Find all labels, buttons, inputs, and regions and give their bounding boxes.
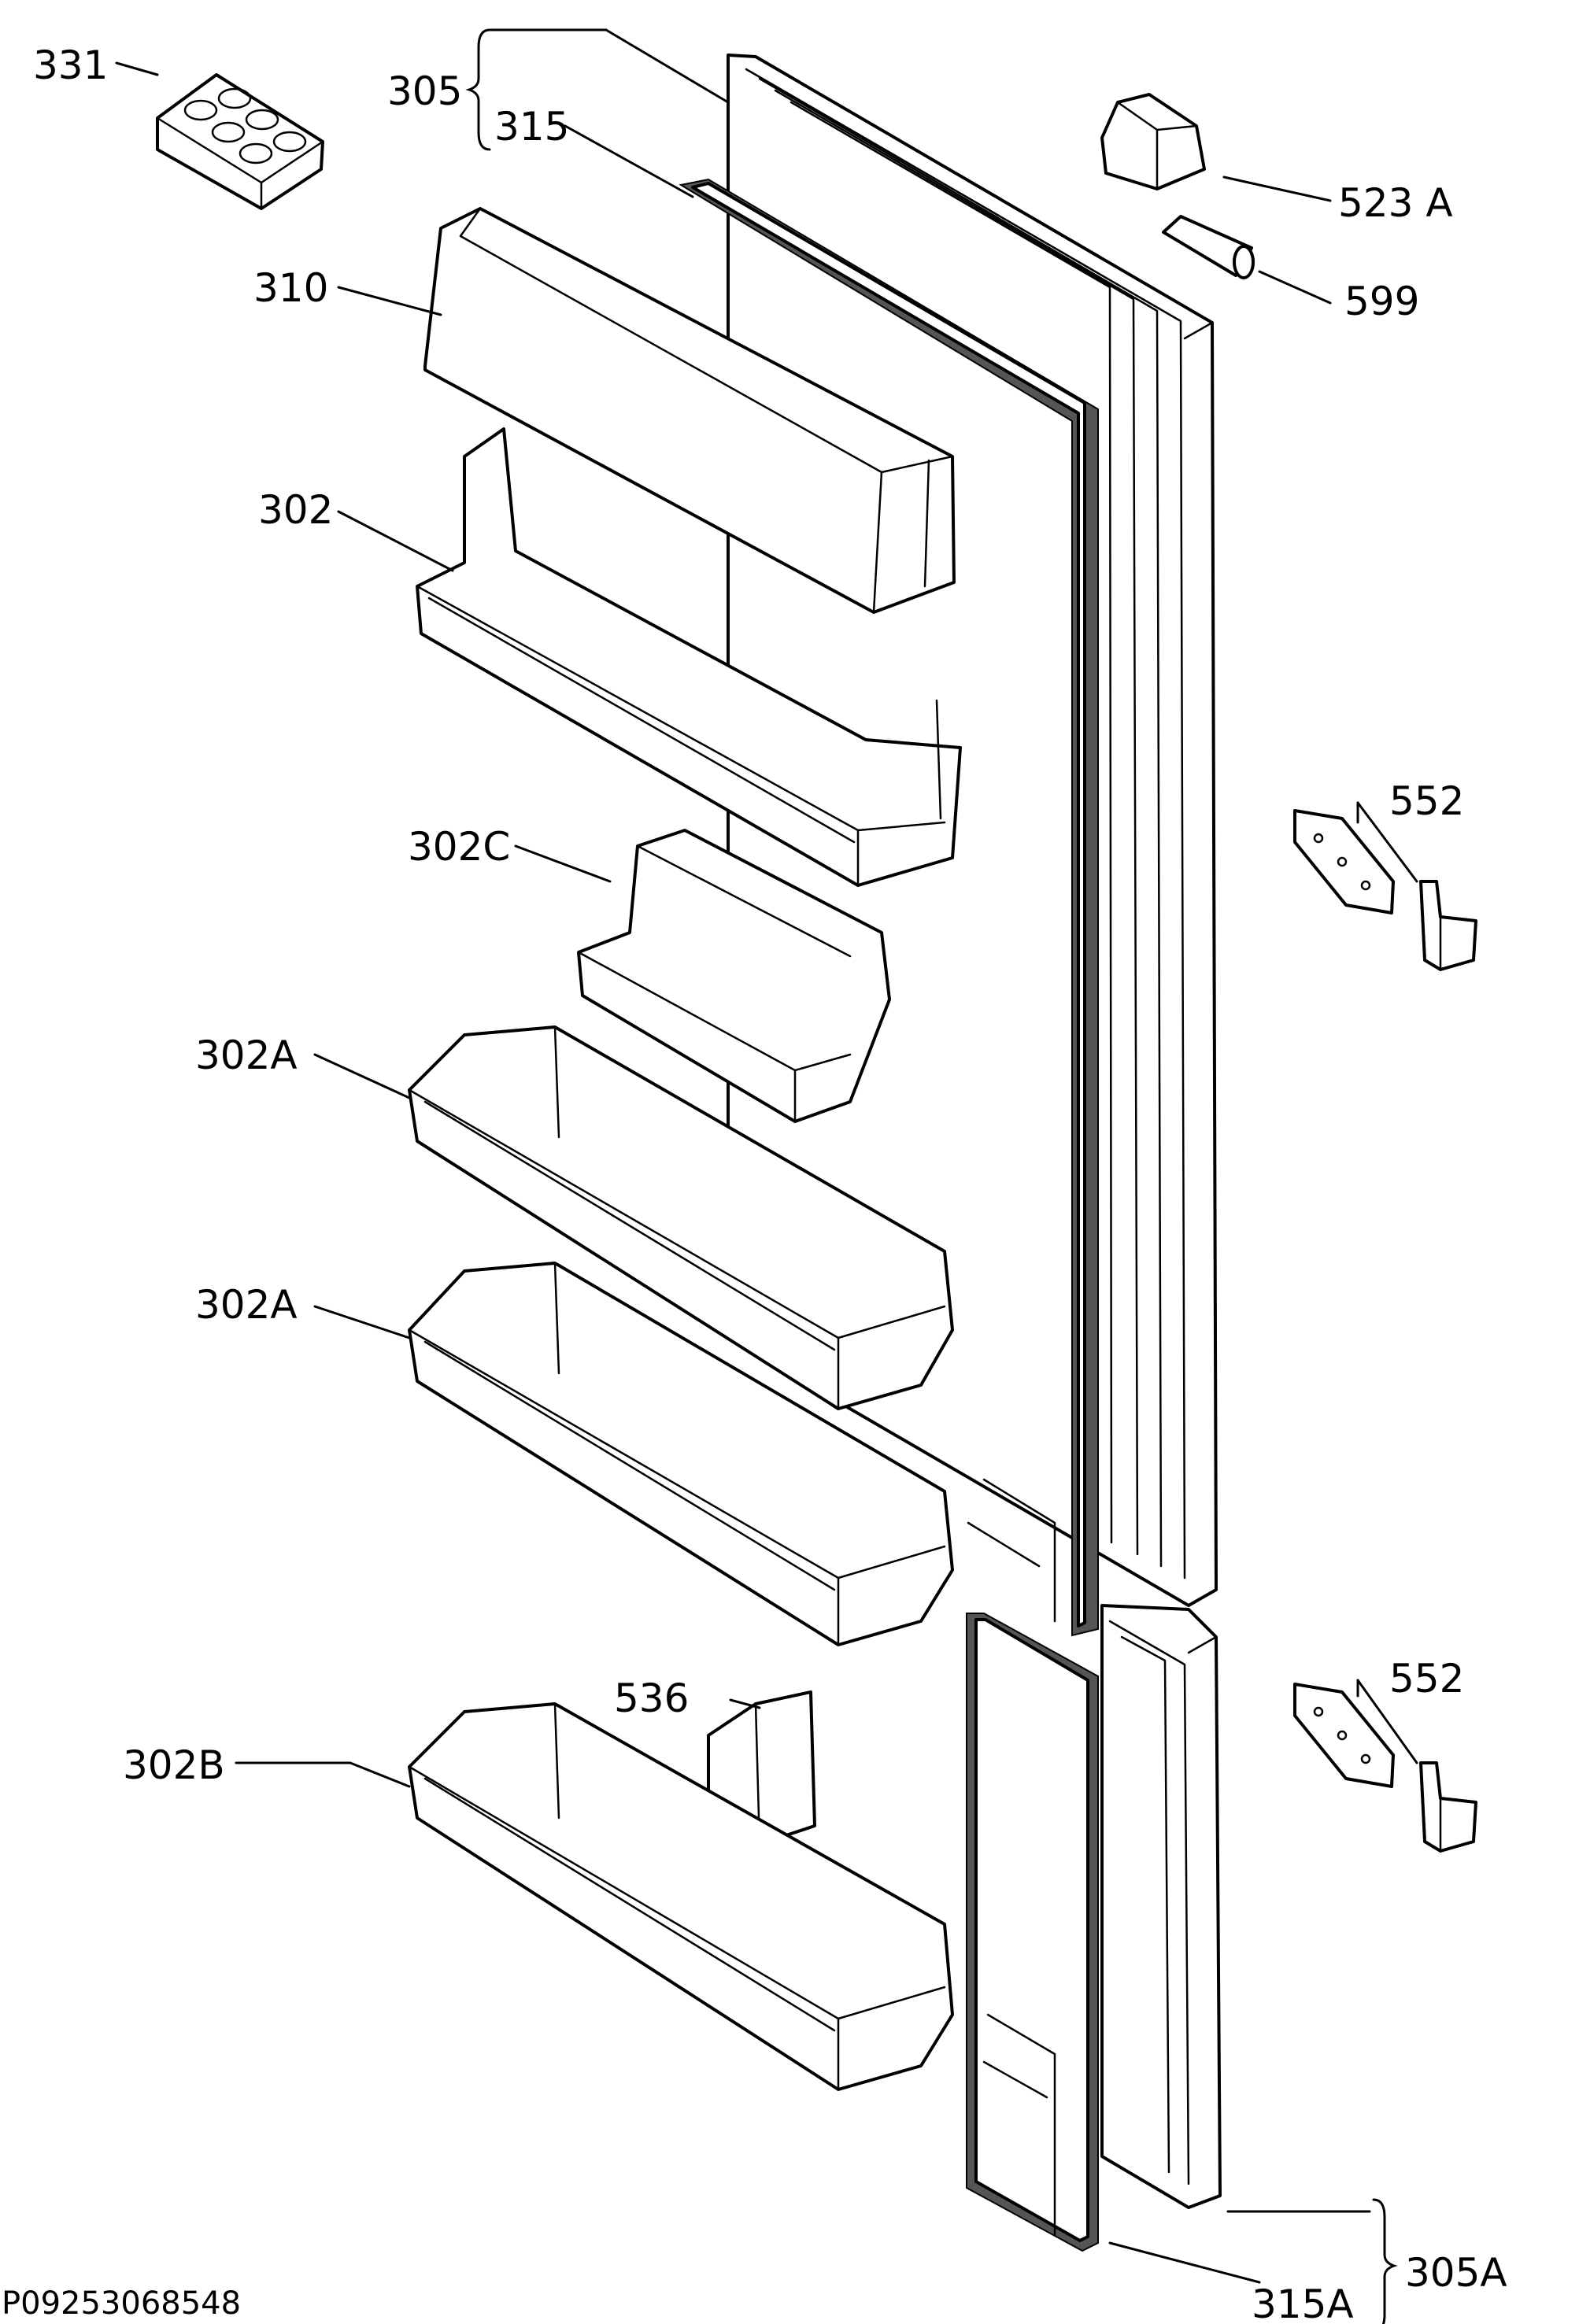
label-536: 536 [614, 1676, 689, 1721]
label-523a: 523 A [1338, 180, 1453, 226]
dairy-compartment-310 [423, 207, 956, 614]
lower-door-panel [1100, 1604, 1222, 2209]
bottle-shelf-302b [408, 1702, 954, 2091]
leader-lines [115, 28, 1418, 2324]
label-305: 305 [387, 68, 462, 114]
small-shelf-302c [577, 829, 891, 1123]
door-shelf-302a-upper [408, 1025, 954, 1410]
hinge-pin-599 [1162, 215, 1255, 279]
door-shelf-302a-lower [408, 1262, 954, 1646]
label-302a-lower: 302A [195, 1282, 298, 1328]
label-552-lower: 552 [1389, 1656, 1464, 1701]
label-310: 310 [253, 265, 328, 311]
label-331: 331 [33, 42, 108, 88]
label-302b: 302B [123, 1742, 225, 1788]
label-302: 302 [258, 487, 333, 533]
door-shelf-302 [416, 427, 962, 887]
hinge-cover-523a [1100, 93, 1206, 190]
upper-door-gasket [679, 178, 1099, 1637]
hinge-552-upper [1293, 809, 1477, 971]
label-302a-upper: 302A [195, 1033, 298, 1078]
label-305a: 305A [1405, 2250, 1507, 2296]
label-315: 315 [494, 104, 569, 150]
label-552-upper: 552 [1389, 778, 1464, 824]
lower-door-gasket [966, 1613, 1099, 2252]
hinge-552-lower [1293, 1683, 1477, 1853]
egg-tray-331 [156, 73, 324, 210]
label-599: 599 [1344, 279, 1419, 324]
label-302c: 302C [408, 824, 510, 870]
label-315a: 315A [1252, 2282, 1354, 2324]
reference-number: P09253068548 [2, 2285, 241, 2322]
